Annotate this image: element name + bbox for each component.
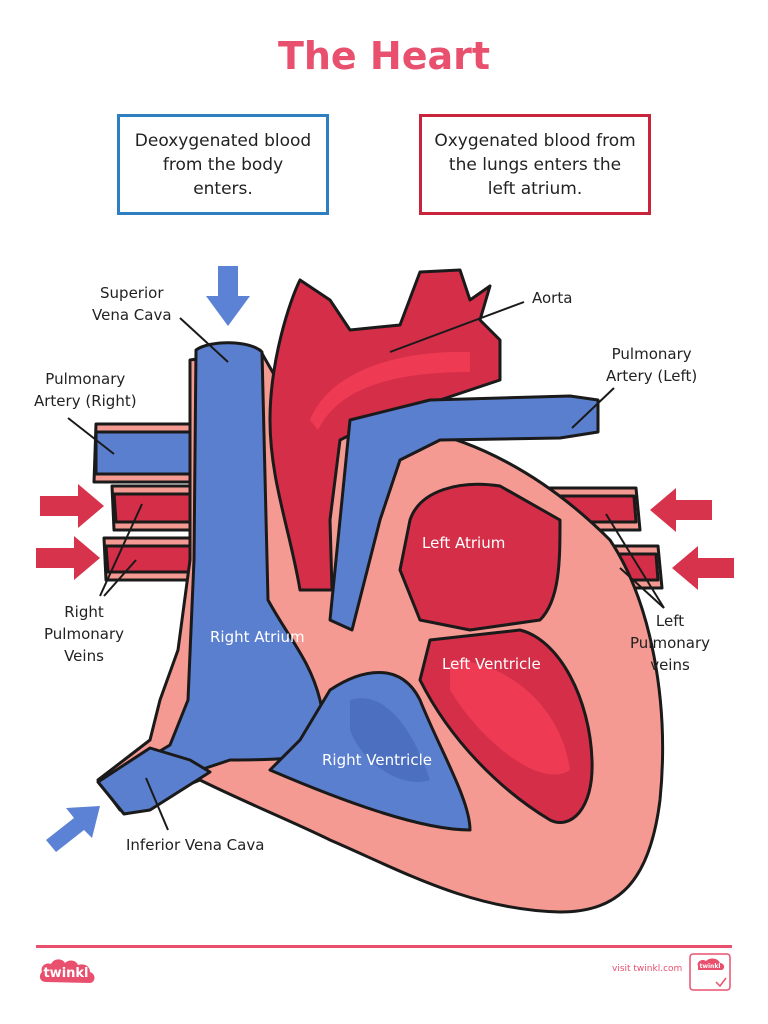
label-line: Superior xyxy=(100,284,164,302)
label-inferior-vena-cava: Inferior Vena Cava xyxy=(126,836,265,854)
arrow-right-icon xyxy=(40,484,104,528)
label-line: Right xyxy=(64,603,104,621)
label-right-atrium: Right Atrium xyxy=(210,628,305,646)
visit-link[interactable]: visit twinkl.com xyxy=(612,964,683,974)
label-line: Pulmonary xyxy=(630,634,710,652)
arrow-left-icon xyxy=(672,546,734,590)
oxygenated-info-text: Oxygenated blood from the lungs enters t… xyxy=(434,130,636,199)
label-pulmonary-artery-left: Pulmonary Artery (Left) xyxy=(606,343,697,387)
label-pulmonary-artery-right: Pulmonary Artery (Right) xyxy=(34,368,137,412)
arrow-left-icon xyxy=(650,488,712,532)
label-aorta: Aorta xyxy=(532,289,573,307)
pulmonary-artery-left xyxy=(328,394,600,632)
label-line: Veins xyxy=(64,647,104,665)
arrow-right-icon xyxy=(36,536,100,580)
badge-icon: twinkl xyxy=(689,953,731,991)
deoxygenated-info-text: Deoxygenated blood from the body enters. xyxy=(134,130,312,199)
label-line: Pulmonary xyxy=(44,625,124,643)
inferior-vena-cava xyxy=(96,746,212,816)
arrow-down-icon xyxy=(206,266,250,326)
leader-lines xyxy=(67,301,665,831)
label-left-atrium: Left Atrium xyxy=(422,534,506,552)
label-line: Pulmonary xyxy=(611,345,692,363)
label-line: veins xyxy=(650,656,690,674)
label-line: Left xyxy=(655,612,685,630)
quality-badge: twinkl xyxy=(688,952,732,996)
oxygenated-info-box: Oxygenated blood from the lungs enters t… xyxy=(419,114,651,215)
label-line: Pulmonary xyxy=(45,370,126,388)
arrow-up-right-icon xyxy=(46,806,100,852)
badge-text: twinkl xyxy=(700,963,721,970)
label-left-pulmonary-veins: Left Pulmonary veins xyxy=(630,610,710,676)
label-right-pulmonary-veins: Right Pulmonary Veins xyxy=(44,601,124,667)
flow-arrows xyxy=(36,266,734,852)
label-line: Artery (Right) xyxy=(34,392,137,410)
label-left-ventricle: Left Ventricle xyxy=(442,655,541,673)
aorta xyxy=(268,268,502,592)
label-right-ventricle: Right Ventricle xyxy=(322,751,432,769)
left-atrium xyxy=(398,482,562,632)
label-line: Artery (Left) xyxy=(606,367,698,385)
page-title: The Heart xyxy=(277,34,491,78)
label-superior-vena-cava: Superior Vena Cava xyxy=(92,282,172,326)
logo-cloud-icon: twinkl xyxy=(39,959,95,983)
twinkl-logo[interactable]: twinkl xyxy=(38,956,98,994)
right-atrium xyxy=(110,341,332,802)
footer-divider xyxy=(36,945,732,948)
right-pulmonary-veins xyxy=(102,484,212,582)
label-line: Vena Cava xyxy=(92,306,172,324)
logo-text: twinkl xyxy=(43,966,88,981)
deoxygenated-info-box: Deoxygenated blood from the body enters. xyxy=(117,114,329,215)
